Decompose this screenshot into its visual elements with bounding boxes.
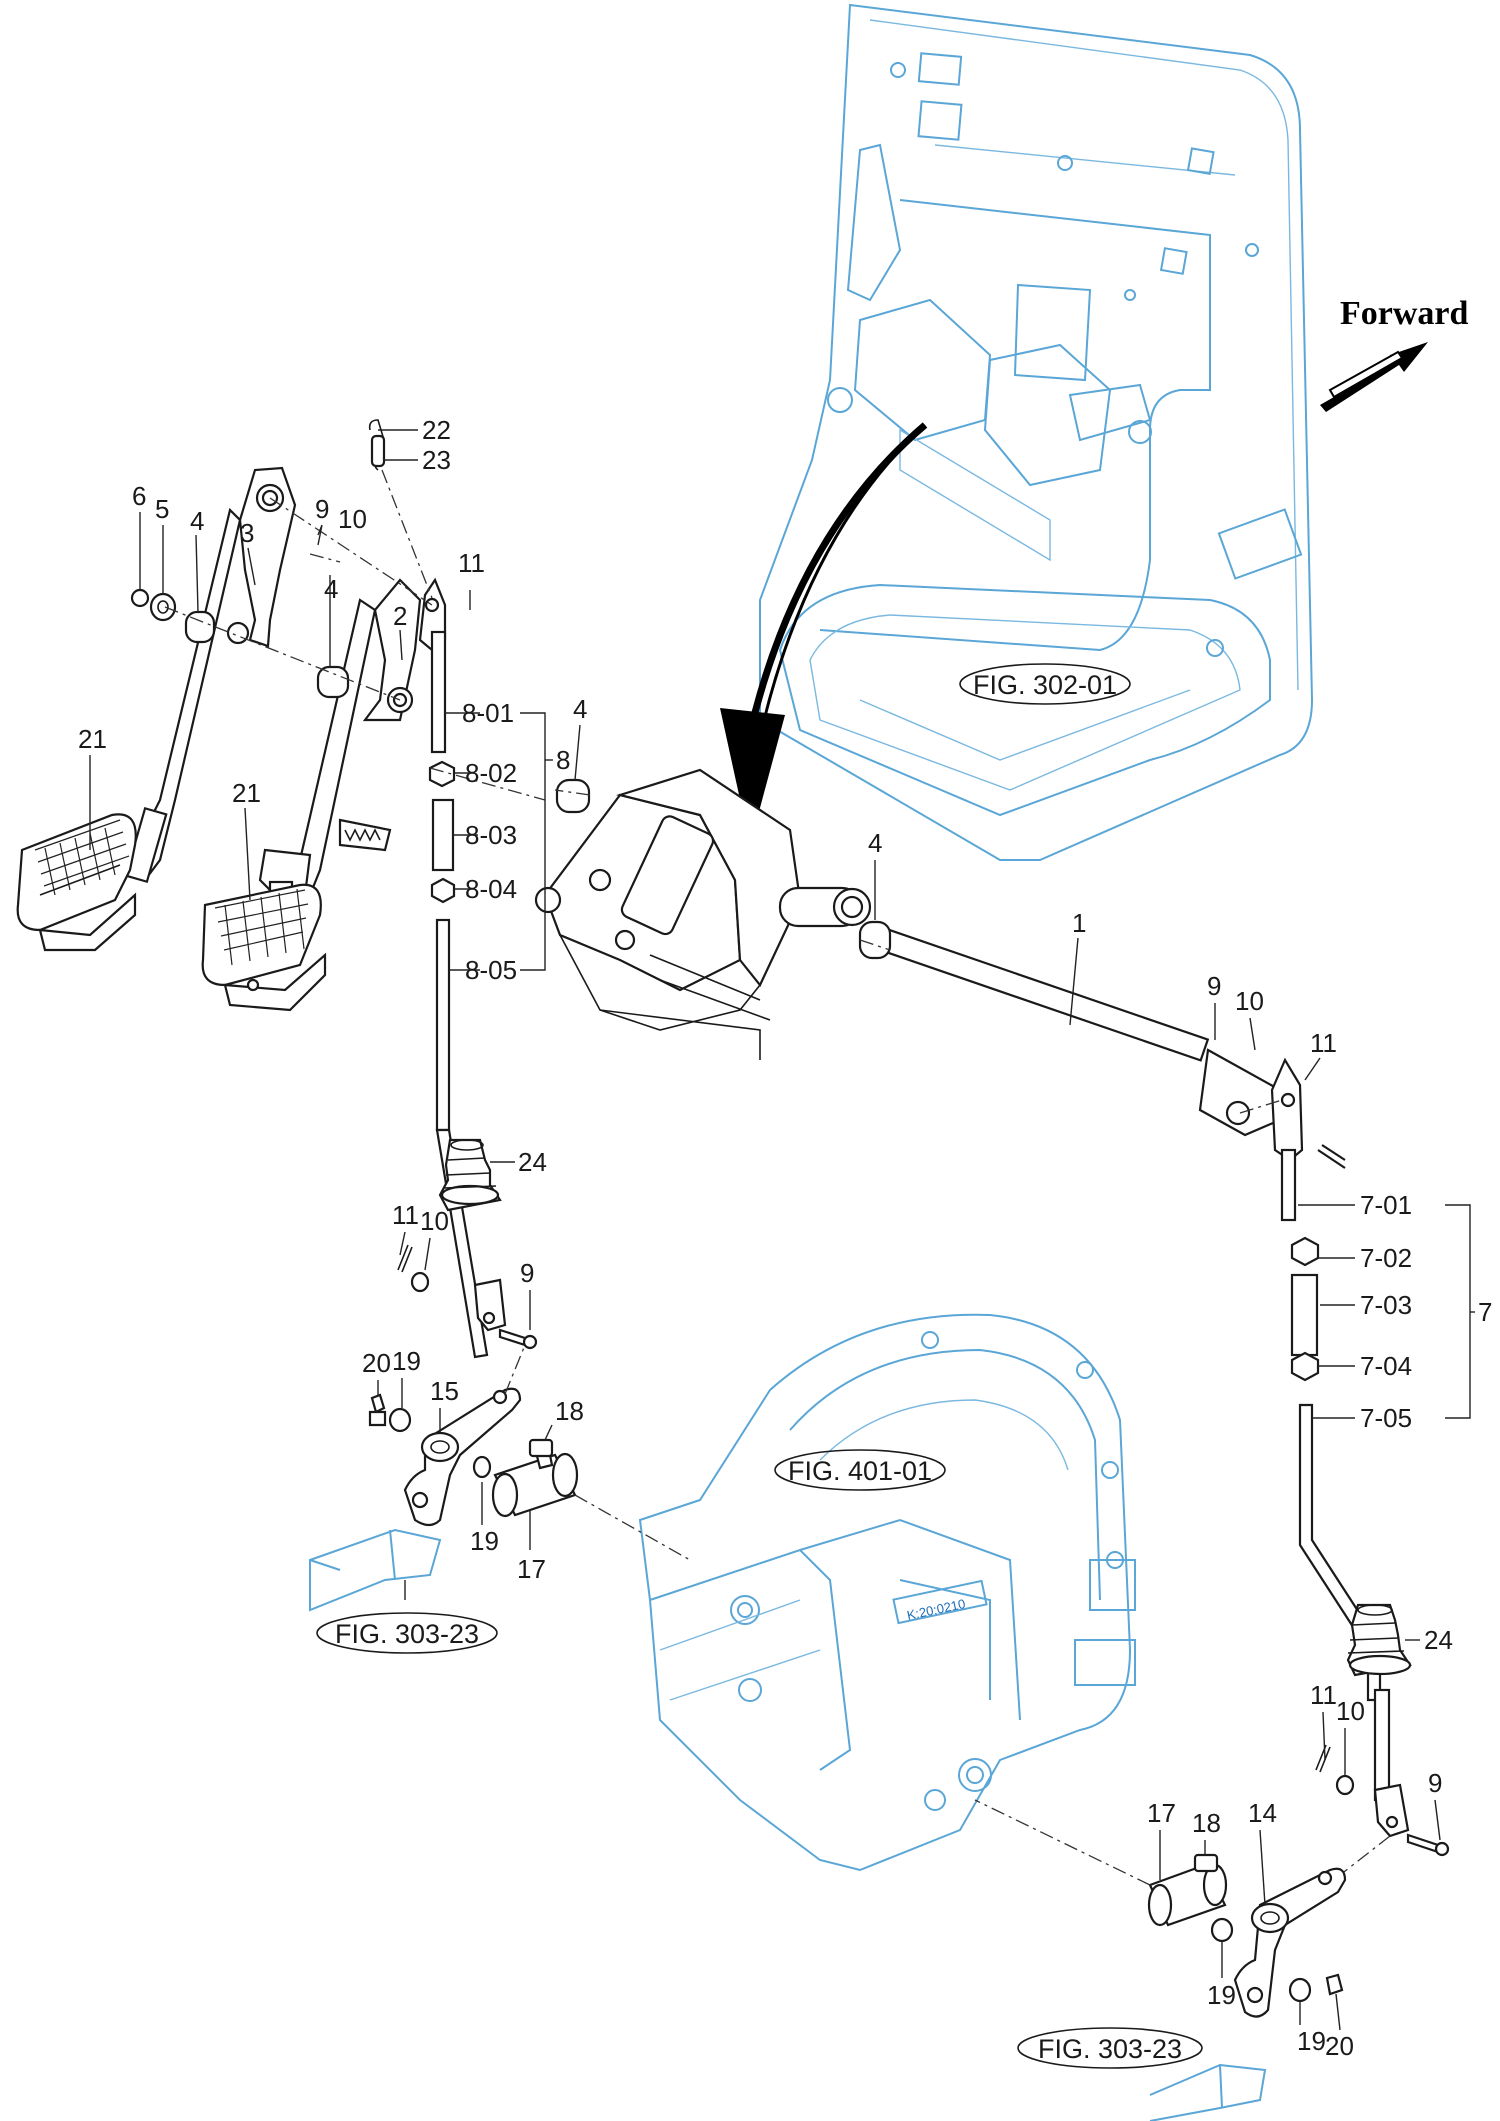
- callout-19: 19: [392, 1346, 421, 1376]
- callout-20: 20: [362, 1348, 391, 1378]
- callout-7-04: 7-04: [1360, 1351, 1412, 1381]
- callout-8-01: 8-01: [462, 698, 514, 728]
- housing-stamp-text: K:20:0210: [906, 1596, 967, 1623]
- pivot-shaft-17-left: [472, 1438, 691, 1561]
- bushing-4-bracket: [555, 778, 591, 814]
- callout-7: 7: [1478, 1297, 1492, 1327]
- bushing-4: [858, 920, 892, 960]
- callout-9: 9: [520, 1258, 534, 1288]
- callout-7-02: 7-02: [1360, 1243, 1412, 1273]
- callout-9: 9: [1207, 971, 1221, 1001]
- callout-7-01: 7-01: [1360, 1190, 1412, 1220]
- callout-10: 10: [338, 504, 367, 534]
- callout-23: 23: [422, 445, 451, 475]
- pedal-pad-tread-right: [214, 888, 309, 966]
- fig-303-23-ref-left[interactable]: FIG. 303-23: [335, 1619, 479, 1649]
- callout-24: 24: [518, 1147, 547, 1177]
- fig-302-01-ref[interactable]: FIG. 302-01: [973, 670, 1117, 700]
- pedal-pivot-parts: [130, 588, 350, 699]
- detail-pointer-arrow: [720, 422, 928, 845]
- callout-4: 4: [573, 694, 587, 724]
- callout-3: 3: [240, 518, 254, 548]
- cross-shaft-part-1: [858, 920, 1282, 1137]
- callout-4: 4: [190, 506, 204, 536]
- cable-end-right: [1149, 2063, 1267, 2121]
- callout-8-02: 8-02: [465, 758, 517, 788]
- cable-end-left: [309, 1528, 442, 1612]
- callout-19: 19: [470, 1526, 499, 1556]
- release-lever-15: [368, 1344, 526, 1527]
- callout-11: 11: [1310, 1680, 1337, 1710]
- transmission-housing: K:20:0210: [638, 1313, 1136, 1872]
- callout-19: 19: [1207, 1980, 1236, 2010]
- fig-401-01-ref[interactable]: FIG. 401-01: [788, 1456, 932, 1486]
- part-callouts: 22 23 6 5 4 3 9 10 4 2 11 21 21 8-01 8-0…: [78, 415, 1492, 2061]
- rubber-boot-24-left: [438, 1138, 502, 1212]
- callout-18: 18: [1192, 1808, 1221, 1838]
- callout-leaders: [89, 429, 1475, 2031]
- callout-1: 1: [1072, 908, 1086, 938]
- clevis-right: [1315, 1744, 1450, 1876]
- assembly-centerlines: [164, 497, 1283, 1114]
- clevis-left: [397, 1244, 538, 1350]
- callout-21: 21: [232, 778, 261, 808]
- cab-frame-assembly: [759, 3, 1314, 861]
- callout-21: 21: [78, 724, 107, 754]
- callout-20: 20: [1325, 2031, 1354, 2061]
- release-lever-14: [1210, 1867, 1347, 2018]
- callout-5: 5: [155, 494, 169, 524]
- left-pedal-group: [16, 466, 422, 1012]
- callout-8-04: 8-04: [465, 874, 517, 904]
- callout-22: 22: [422, 415, 451, 445]
- callout-8-03: 8-03: [465, 820, 517, 850]
- callout-10: 10: [420, 1206, 449, 1236]
- callout-10: 10: [1235, 986, 1264, 1016]
- callout-6: 6: [132, 481, 146, 511]
- callout-2: 2: [393, 601, 407, 631]
- callout-9: 9: [1428, 1768, 1442, 1798]
- callout-11: 11: [458, 548, 485, 578]
- callout-8-05: 8-05: [465, 955, 517, 985]
- callout-10: 10: [1336, 1696, 1365, 1726]
- callout-7-05: 7-05: [1360, 1403, 1412, 1433]
- callout-11: 11: [1310, 1028, 1337, 1058]
- forward-label: Forward: [1340, 295, 1469, 332]
- callout-11: 11: [392, 1200, 419, 1230]
- callout-9: 9: [315, 494, 329, 524]
- fig-303-23-ref-right[interactable]: FIG. 303-23: [1038, 2034, 1182, 2064]
- callout-8: 8: [556, 745, 570, 775]
- callout-15: 15: [430, 1376, 459, 1406]
- pedal-pad-tread-left: [34, 819, 130, 896]
- callout-19: 19: [1297, 2026, 1326, 2056]
- callout-17: 17: [517, 1554, 546, 1584]
- figure-references: FIG. 302-01 FIG. 401-01 FIG. 303-23 FIG.…: [316, 663, 1203, 2069]
- callout-17: 17: [1147, 1798, 1176, 1828]
- callout-14: 14: [1248, 1798, 1277, 1828]
- callout-18: 18: [555, 1396, 584, 1426]
- pivot-shaft-17-right: [974, 1799, 1228, 1927]
- callout-24: 24: [1424, 1625, 1453, 1655]
- callout-4: 4: [324, 574, 338, 604]
- callout-7-03: 7-03: [1360, 1290, 1412, 1320]
- callout-4: 4: [868, 828, 882, 858]
- forward-arrow-icon: [1320, 342, 1428, 412]
- pedal-bracket: [534, 768, 872, 1060]
- forward-indicator: Forward: [1320, 295, 1469, 412]
